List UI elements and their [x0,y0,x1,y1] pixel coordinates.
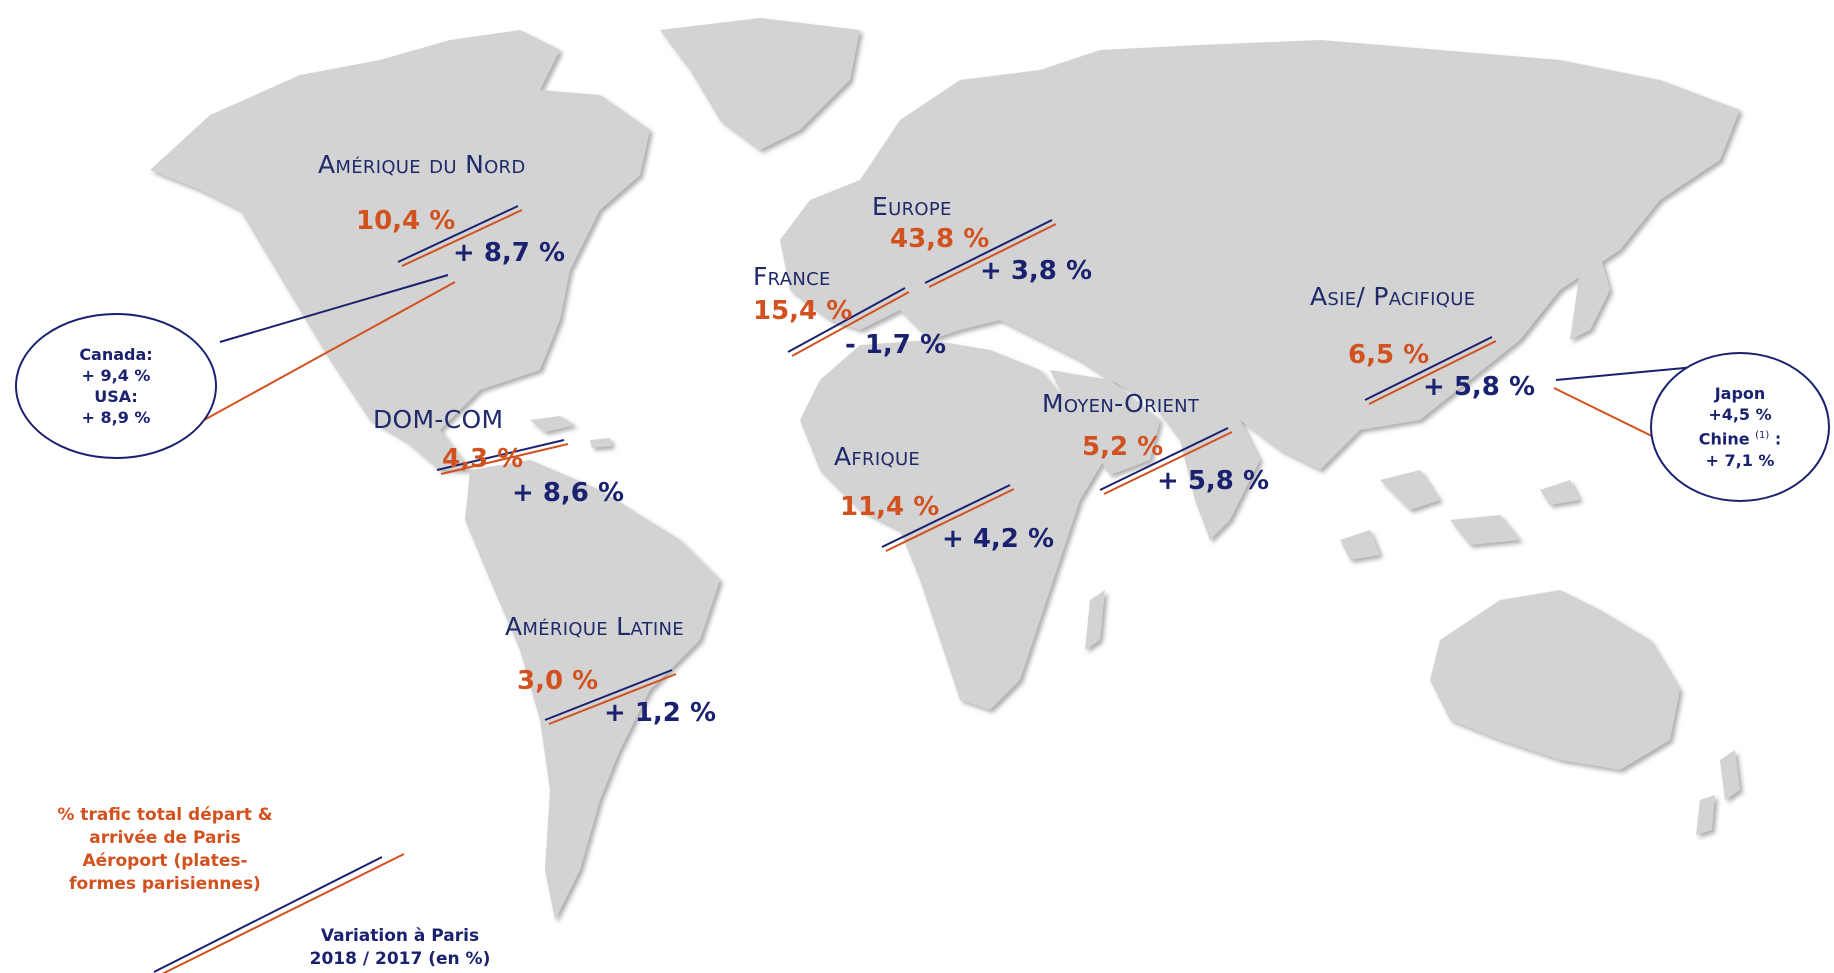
callout-bubble-asia: Japon +4,5 % Chine (1) : + 7,1 % [1650,352,1830,502]
legend-share-line-1: % trafic total départ & [57,805,273,825]
australia-landmass [1430,590,1680,770]
legend-variation-line-1: Variation à Paris [320,926,480,946]
region-variation-amerique-latine: + 1,2 % [604,698,716,728]
region-share-amerique-du-nord: 10,4 % [356,206,456,236]
callout-connectors [194,274,1696,441]
region-name-europe: Europe [872,192,952,221]
uk-landmass [828,190,858,240]
region-share-europe: 43,8 % [890,224,990,254]
callout-bubble-north-america: Canada: + 9,4 % USA: + 8,9 % [15,313,217,459]
region-name-france: France [753,262,831,291]
region-name-asie-pacifique: Asie/ Pacifique [1310,282,1476,311]
southeast-asia-islands [1340,470,1580,560]
region-name-afrique: Afrique [834,442,921,471]
callout-japon-value: +4,5 % [1708,405,1772,425]
legend-share-line-2: arrivée de Paris [89,828,241,848]
south-america-landmass [465,460,720,920]
india-landmass [1180,420,1260,540]
new-zealand-landmass [1696,750,1740,835]
callout-usa-label: USA: [94,387,138,406]
region-share-asie-pacifique: 6,5 % [1348,340,1430,370]
legend-variation-text: Variation à Paris 2018 / 2017 (en %) [290,925,510,971]
legend-share-line-3: Aéroport (plates- [82,851,248,871]
region-variation-amerique-du-nord: + 8,7 % [453,238,565,268]
callout-canada-value: + 9,4 % [81,366,151,385]
legend-variation-line-2: 2018 / 2017 (en %) [309,949,491,969]
region-variation-france: - 1,7 % [845,330,947,360]
africa-landmass [800,340,1110,710]
callout-chine-colon: : [1769,429,1782,449]
callout-chine-value: + 7,1 % [1705,450,1775,470]
region-share-moyen-orient: 5,2 % [1082,432,1164,462]
callout-canada-label: Canada: [79,345,153,364]
region-variation-europe: + 3,8 % [980,256,1092,286]
region-share-afrique: 11,4 % [840,492,940,522]
arabia-landmass [1050,370,1160,475]
region-share-france: 15,4 % [753,296,853,326]
eurasia-landmass [780,40,1740,470]
legend-share-text: % trafic total départ & arrivée de Paris… [40,804,290,896]
caribbean-islands [530,416,612,448]
region-name-moyen-orient: Moyen-Orient [1042,389,1200,418]
region-variation-dom-com: + 8,6 % [512,478,624,508]
callout-chine-label: Chine [1698,429,1750,449]
region-indicator-lines [153,205,1497,973]
madagascar-landmass [1085,590,1105,650]
region-variation-moyen-orient: + 5,8 % [1157,466,1269,496]
callout-chine-footnote: (1) [1755,430,1770,442]
region-name-amerique-latine: Amérique Latine [505,612,684,641]
region-share-amerique-latine: 3,0 % [517,666,599,696]
region-name-dom-com: DOM-COM [373,405,504,434]
region-variation-afrique: + 4,2 % [942,524,1054,554]
callout-usa-value: + 8,9 % [81,408,151,427]
japan-landmass [1570,255,1610,340]
north-america-landmass [150,30,650,470]
legend-share-line-4: formes parisiennes) [69,874,261,894]
region-share-dom-com: 4,3 % [442,444,524,474]
callout-japon-label: Japon [1714,384,1766,404]
greenland-landmass [660,18,860,150]
region-name-amerique-du-nord: Amérique du Nord [318,150,526,179]
callout-chine-label-row: Chine (1) : [1699,425,1782,449]
region-variation-asie-pacifique: + 5,8 % [1423,372,1535,402]
